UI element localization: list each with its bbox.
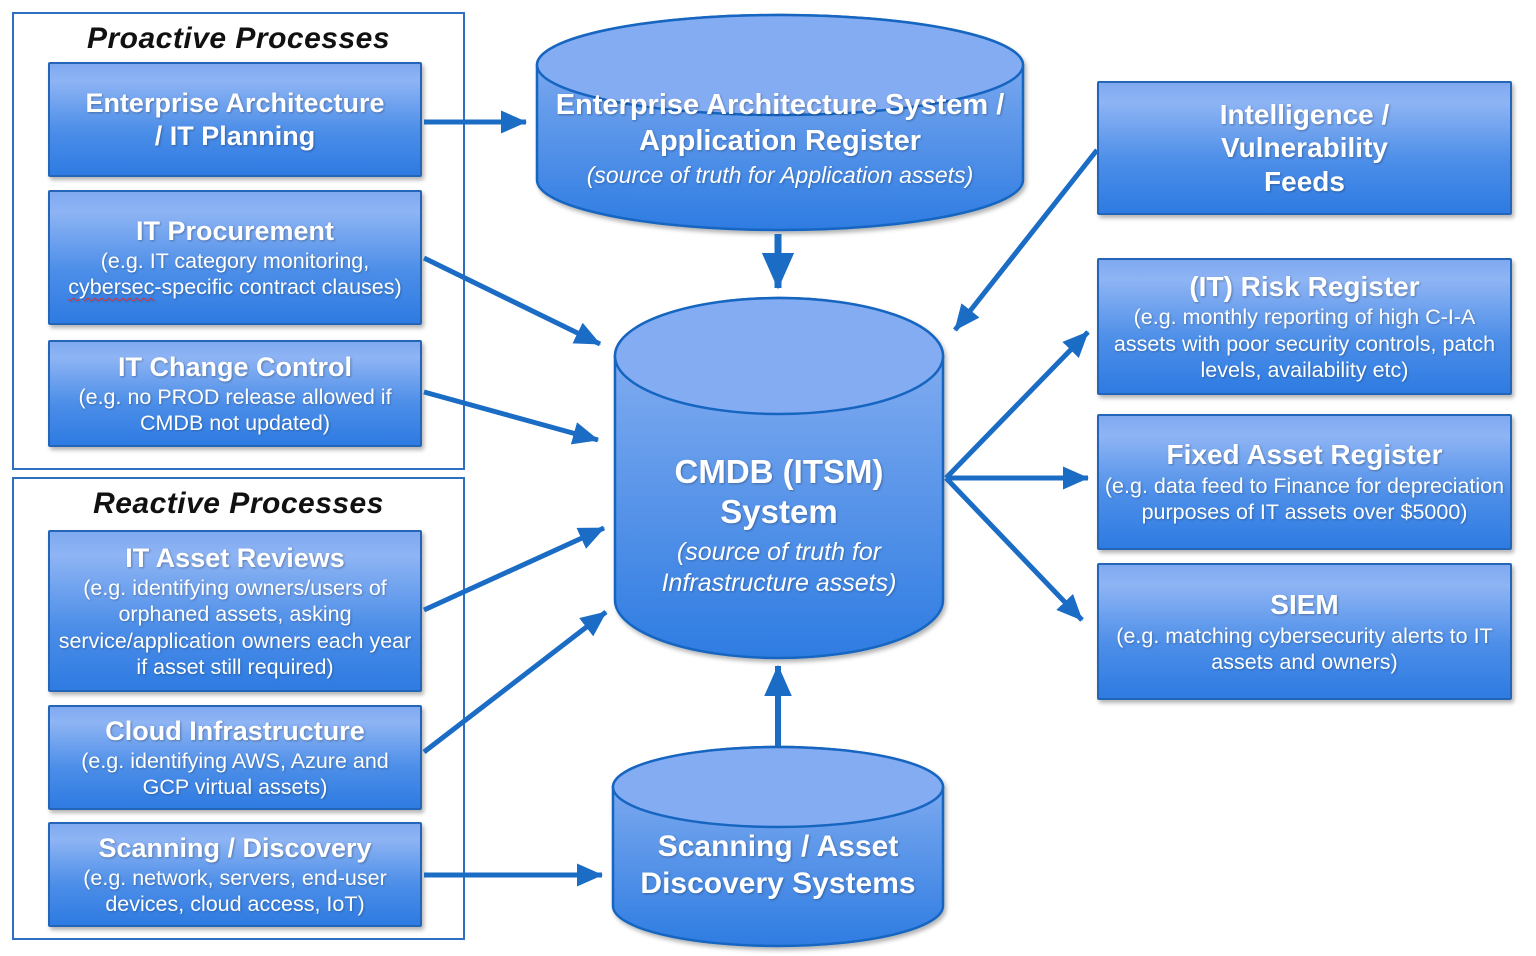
- box-title: Cloud Infrastructure: [105, 715, 365, 746]
- arrow-cmdb-to-risk-register: [944, 330, 1090, 480]
- cylinder-enterprise-architecture-system: [535, 13, 1025, 232]
- subtitle-text: (e.g. IT category monitoring,: [100, 248, 370, 273]
- misspelled-word-cybersec: cybersec: [68, 275, 155, 300]
- box-subtitle: (e.g. no PROD release allowed if CMDB no…: [78, 384, 392, 436]
- cylinder-top-rim: [613, 296, 945, 416]
- reactive-processes-title: Reactive Processes: [93, 487, 384, 520]
- arrow-cloud-infrastructure-to-cmdb: [422, 610, 608, 754]
- arrow-it-change-control-to-cmdb: [423, 389, 599, 445]
- arrow-intelligence-feeds-to-cmdb: [953, 148, 1099, 332]
- box-subtitle: (e.g. matching cybersecurity alerts to I…: [1116, 623, 1493, 674]
- box-subtitle: (e.g. IT category monitoring, cybersec-s…: [50, 248, 420, 300]
- box-title: (IT) Risk Register: [1189, 270, 1420, 302]
- box-intelligence-vulnerability-feeds: Intelligence / Vulnerability Feeds: [1097, 81, 1512, 215]
- box-subtitle: (e.g. network, servers, end-user devices…: [83, 865, 387, 917]
- box-title: Scanning / Discovery: [98, 832, 372, 863]
- box-title: Fixed Asset Register: [1166, 439, 1443, 471]
- cylinder-cmdb-itsm-system: [613, 296, 945, 660]
- box-enterprise-architecture-it-planning: Enterprise Architecture / IT Planning: [48, 62, 422, 177]
- box-cloud-infrastructure: Cloud Infrastructure (e.g. identifying A…: [48, 705, 422, 810]
- subtitle-text: -specific contract clauses): [154, 275, 402, 300]
- box-it-change-control: IT Change Control (e.g. no PROD release …: [48, 340, 422, 447]
- box-title: SIEM: [1270, 588, 1339, 620]
- cylinder-top-rim: [535, 13, 1025, 117]
- box-fixed-asset-register: Fixed Asset Register (e.g. data feed to …: [1097, 414, 1512, 550]
- box-it-risk-register: (IT) Risk Register (e.g. monthly reporti…: [1097, 258, 1512, 395]
- box-subtitle: (e.g. identifying owners/users of orphan…: [58, 576, 412, 679]
- box-scanning-discovery: Scanning / Discovery (e.g. network, serv…: [48, 822, 422, 927]
- box-title: Enterprise Architecture / IT Planning: [85, 88, 385, 151]
- box-subtitle: (e.g. monthly reporting of high C-I-A as…: [1113, 305, 1496, 382]
- box-it-asset-reviews: IT Asset Reviews (e.g. identifying owner…: [48, 530, 422, 692]
- box-title: IT Asset Reviews: [125, 542, 345, 573]
- box-subtitle: (e.g. identifying AWS, Azure and GCP vir…: [81, 748, 389, 800]
- arrow-it-procurement-to-cmdb: [422, 255, 602, 347]
- proactive-processes-title: Proactive Processes: [86, 22, 391, 55]
- box-subtitle: (e.g. data feed to Finance for depreciat…: [1104, 474, 1505, 525]
- box-title: IT Procurement: [135, 215, 335, 246]
- box-it-procurement: IT Procurement (e.g. IT category monitor…: [48, 190, 422, 325]
- cylinder-top-rim: [611, 745, 945, 829]
- arrow-it-asset-reviews-to-cmdb: [422, 525, 606, 613]
- box-title: Intelligence / Vulnerability Feeds: [1219, 98, 1390, 197]
- cylinder-scanning-asset-discovery: [611, 745, 945, 948]
- box-title: IT Change Control: [118, 351, 352, 382]
- box-siem: SIEM (e.g. matching cybersecurity alerts…: [1097, 563, 1512, 700]
- arrow-cmdb-to-siem: [944, 476, 1084, 622]
